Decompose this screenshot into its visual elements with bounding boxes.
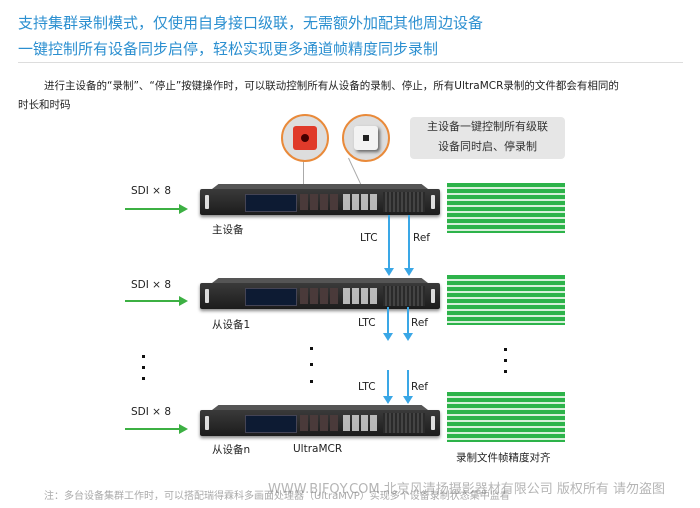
recorded-files-slave-n <box>447 392 565 442</box>
ellipsis-dot <box>310 347 313 350</box>
arrow-down-icon <box>383 333 393 341</box>
ref-label: Ref <box>411 317 428 329</box>
ellipsis-dot <box>504 348 507 351</box>
arrow-down-icon <box>384 268 394 276</box>
slave-device-n <box>200 405 440 436</box>
ltc-line <box>387 307 389 335</box>
sdi-label: SDI × 8 <box>131 279 172 291</box>
master-device <box>200 184 440 215</box>
ellipsis-dot <box>142 366 145 369</box>
ref-line <box>407 307 409 335</box>
ltc-label: LTC <box>358 317 376 329</box>
ref-line <box>407 370 409 398</box>
slave-1-label: 从设备1 <box>212 319 251 331</box>
callout-pointer <box>348 157 362 186</box>
ellipsis-dot <box>504 370 507 373</box>
stop-button-zoom <box>342 114 390 162</box>
ref-label: Ref <box>413 232 430 244</box>
ellipsis-dot <box>504 359 507 362</box>
callout-line-2: 设备同时启、停录制 <box>438 140 537 153</box>
ltc-line <box>387 370 389 398</box>
ellipsis-dot <box>142 377 145 380</box>
sdi-arrow <box>125 204 188 214</box>
ellipsis-dot <box>310 380 313 383</box>
watermark: WWW.BJFQY.COM 北京风清扬摄影器材有限公司 版权所有 请勿盗图 <box>268 482 666 497</box>
callout-line-1: 主设备一键控制所有级联 <box>427 120 548 133</box>
product-label: UltraMCR <box>293 443 343 455</box>
record-icon <box>293 126 317 150</box>
callout-pointer <box>303 158 304 188</box>
record-button-zoom <box>281 114 329 162</box>
slave-device-1 <box>200 278 440 309</box>
master-label: 主设备 <box>212 224 244 236</box>
footnote: 注：多台设备集群工作时，可以搭配瑞得霖科多画面处理器（UltraMVP）实现多个… <box>44 491 510 502</box>
arrow-down-icon <box>383 396 393 404</box>
sdi-arrow <box>125 296 188 306</box>
description-line-1: 进行主设备的“录制”、“停止”按键操作时，可以联动控制所有从设备的录制、停止，所… <box>44 80 619 92</box>
recorded-files-slave-1 <box>447 275 565 325</box>
headline-1: 支持集群录制模式，仅使用自身接口级联，无需额外加配其他周边设备 <box>18 14 484 32</box>
arrow-down-icon <box>403 396 413 404</box>
arrow-down-icon <box>403 333 413 341</box>
ltc-line <box>388 215 390 270</box>
arrow-down-icon <box>404 268 414 276</box>
sdi-label: SDI × 8 <box>131 406 172 418</box>
ltc-label: LTC <box>360 232 378 244</box>
stop-icon <box>354 126 378 150</box>
ref-line <box>408 215 410 270</box>
ref-label: Ref <box>411 381 428 393</box>
callout-box: 主设备一键控制所有级联 设备同时启、停录制 <box>410 117 565 159</box>
recorded-files-master <box>447 183 565 233</box>
description-line-2: 时长和时码 <box>18 99 71 111</box>
slave-n-label: 从设备n <box>212 444 251 456</box>
sdi-arrow <box>125 424 188 434</box>
divider <box>18 62 683 63</box>
files-caption: 录制文件帧精度对齐 <box>456 452 551 464</box>
headline-2: 一键控制所有设备同步启停，轻松实现更多通道帧精度同步录制 <box>18 40 439 58</box>
ellipsis-dot <box>142 355 145 358</box>
sdi-label: SDI × 8 <box>131 185 172 197</box>
ltc-label: LTC <box>358 381 376 393</box>
ellipsis-dot <box>310 363 313 366</box>
